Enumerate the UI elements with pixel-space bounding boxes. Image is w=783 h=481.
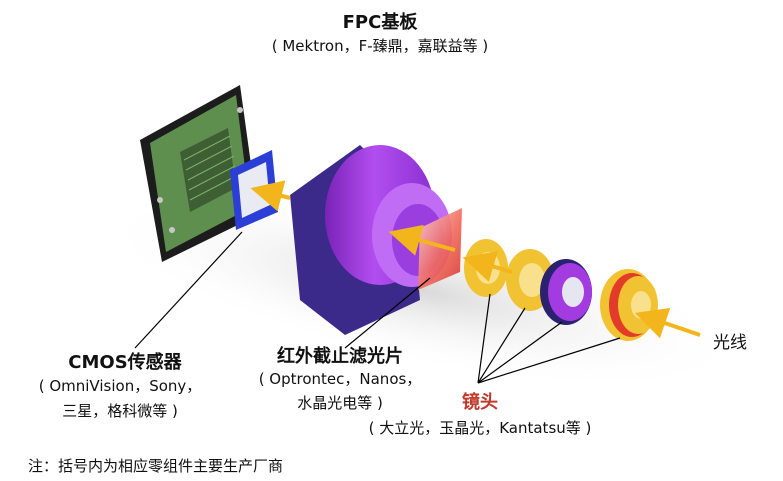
fpc-title: FPC基板 [342,12,418,33]
ir-filter-makers-line2: 水晶光电等 ) [297,394,383,412]
arrow-lens-1 [462,251,513,282]
cmos-title: CMOS传感器 [68,352,182,373]
lens-ring-3 [540,259,592,325]
ir-filter-title: 红外截止滤光片 [277,346,403,367]
ir-filter-makers-line1: ( Optrontec，Nanos， [258,370,422,388]
fpc-makers: ( Mektron，F-臻鼎，嘉联益等 ) [271,37,489,55]
fpc-board [140,85,258,262]
floor-shadow [96,189,744,391]
lens-title: 镜头 [462,392,498,413]
lens-makers: ( 大立光，玉晶光，Kantatsu等 ) [368,419,592,437]
ir-filter [418,208,462,290]
light-arrow [634,308,701,339]
footnote: 注：括号内为相应零组件主要生产厂商 [28,457,284,475]
cmos-makers-line2: 三星，格科微等 ) [62,402,178,420]
leader-lines [134,231,621,384]
arrow-sensor [250,180,291,212]
arrow-filter [388,224,456,256]
light-label: 光线 [713,333,747,353]
cmos-makers-line1: ( OmniVision，Sony， [38,377,202,395]
